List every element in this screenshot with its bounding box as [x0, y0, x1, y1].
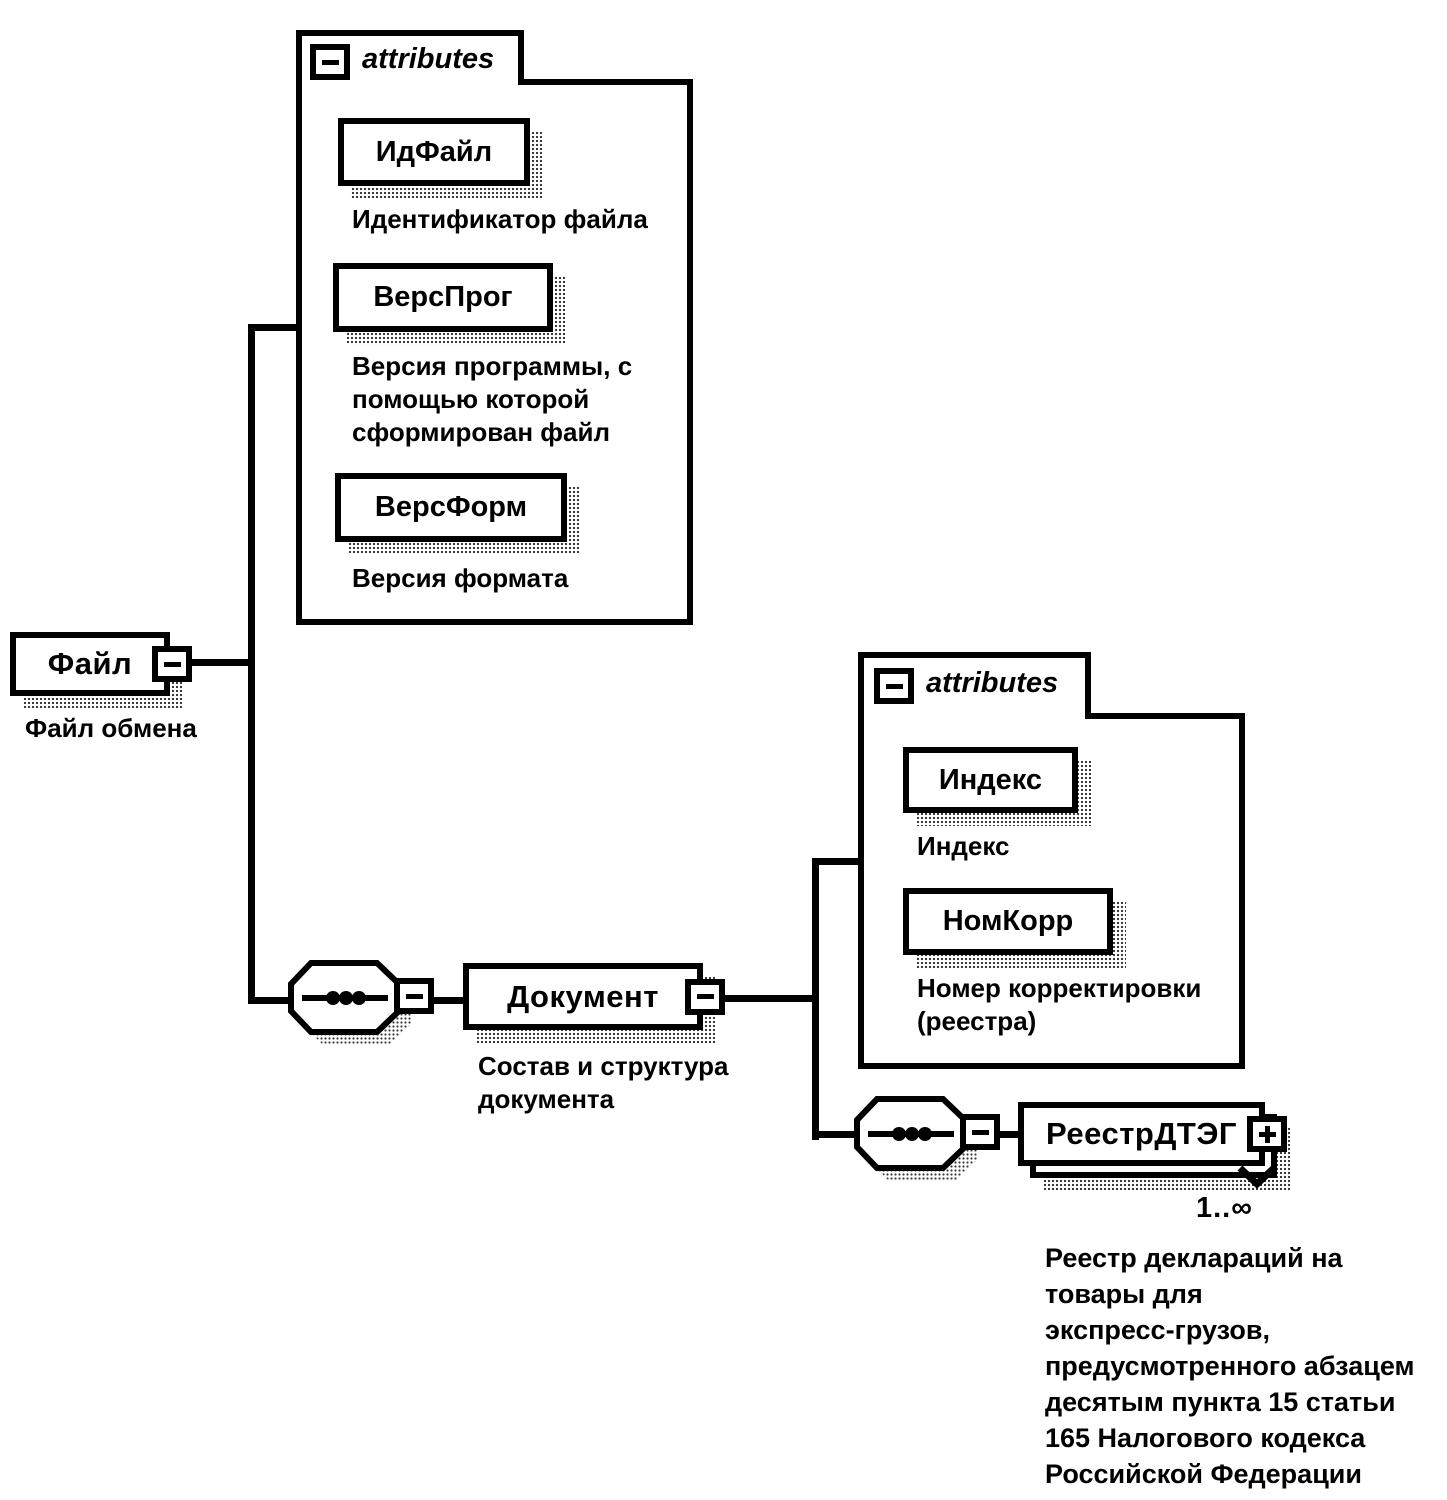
connector-trunk-to-file-attributes	[255, 324, 299, 331]
plus-glyph	[1264, 1125, 1270, 1143]
collapse-toggle-file[interactable]	[152, 646, 192, 682]
connector-trunk-to-sequence-file	[255, 997, 295, 1004]
minus-glyph	[696, 994, 714, 999]
element-document[interactable]: Документ	[463, 963, 725, 1043]
attribute-versform[interactable]: ВерсФорм	[335, 473, 580, 555]
collapse-toggle-document[interactable]	[685, 978, 725, 1015]
connector-sequence-to-document	[432, 997, 466, 1004]
attribute-versprog[interactable]: ВерсПрог	[333, 263, 566, 345]
attributes-group-label: attributes	[926, 667, 1059, 699]
attribute-versprog-description: Версия программы, с помощью которой сфор…	[352, 351, 633, 447]
connector-document-to-trunk	[720, 995, 816, 1002]
attribute-versform-description: Версия формата	[352, 563, 569, 593]
attribute-nomkorr[interactable]: НомКорр	[903, 888, 1126, 968]
element-registry-description: Реестр деклараций на товары для экспресс…	[1045, 1243, 1415, 1489]
connector-document-trunk	[812, 858, 819, 1140]
sequence-indicator-document	[854, 1096, 1004, 1192]
registry-cardinality: 1..∞	[1196, 1192, 1253, 1224]
connector-trunk-to-document-attributes	[819, 858, 862, 865]
document-attributes-group: attributes Индекс Индекс НомКорр Номер к…	[858, 652, 1247, 1072]
sequence-icon	[854, 1096, 977, 1181]
attribute-idfile-description: Идентификатор файла	[352, 204, 648, 234]
minus-glyph	[971, 1129, 989, 1135]
collapse-toggle-sequence-document[interactable]	[960, 1114, 1000, 1150]
minus-glyph	[163, 661, 181, 667]
attribute-index[interactable]: Индекс	[903, 747, 1091, 826]
connector-sequence-to-registry	[986, 1131, 1022, 1138]
sequence-icon	[288, 960, 411, 1045]
sequence-indicator-file	[288, 960, 438, 1056]
minus-glyph	[321, 59, 339, 65]
attribute-nomkorr-description: Номер корректировки (реестра)	[917, 973, 1202, 1036]
minus-glyph	[405, 993, 423, 999]
attributes-group-label: attributes	[362, 43, 495, 75]
file-attributes-group: attributes ИдФайл Идентификатор файла Ве…	[296, 30, 696, 626]
element-file-description: Файл обмена	[25, 713, 197, 743]
collapse-toggle-document-attributes[interactable]	[874, 668, 914, 704]
attribute-index-description: Индекс	[917, 831, 1010, 861]
connector-file-to-trunk	[188, 659, 248, 666]
attribute-idfile[interactable]: ИдФайл	[338, 118, 543, 199]
collapse-toggle-file-attributes[interactable]	[310, 44, 350, 80]
element-file[interactable]: Файл	[10, 632, 192, 709]
minus-glyph	[885, 683, 903, 689]
element-document-description: Состав и структура документа	[478, 1051, 729, 1114]
connector-trunk-to-sequence-document	[819, 1131, 859, 1138]
element-registry[interactable]: РеестрДТЭГ	[1018, 1102, 1290, 1191]
collapse-toggle-sequence-file[interactable]	[394, 978, 434, 1014]
connector-file-trunk	[248, 324, 255, 1004]
occurrence-chevron-icon	[1237, 1165, 1277, 1189]
expand-toggle-registry[interactable]	[1247, 1116, 1287, 1152]
